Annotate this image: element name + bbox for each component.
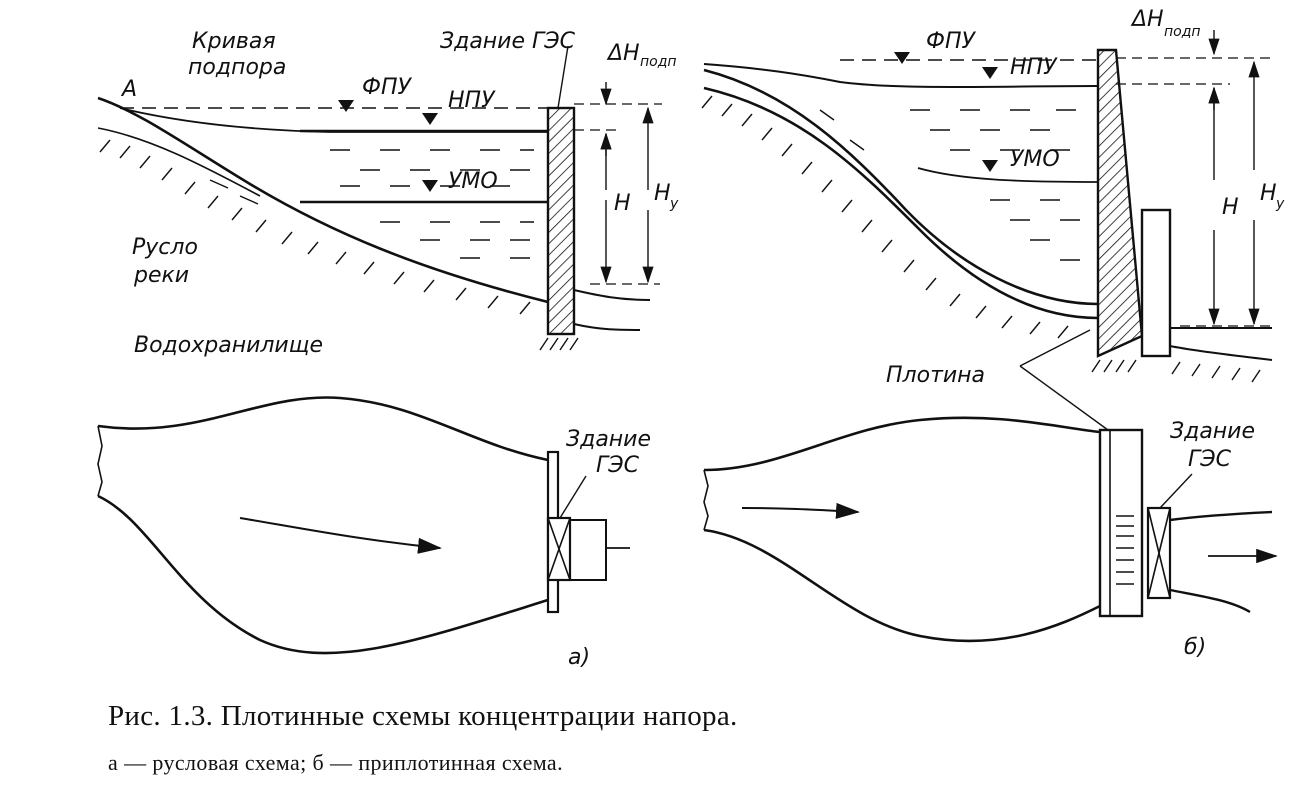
b-tail-bed: [1169, 345, 1273, 361]
b-fpu-marker-icon: [894, 52, 910, 64]
a-river-label-1: Русло: [132, 235, 198, 260]
b-hpp-building: [1140, 208, 1172, 358]
b-plan-dam: [1098, 428, 1144, 618]
figure-caption-subtitle: а — русловая схема; б — приплотинная схе…: [108, 750, 563, 775]
a-plan-building-cross-2: [547, 517, 571, 581]
a-hy-label: H: [654, 181, 671, 206]
b-water-ripples: [819, 109, 1080, 261]
a-river-label-2: реки: [133, 263, 189, 288]
a-fpu-marker-icon: [338, 100, 354, 112]
b-npu-label: НПУ: [1010, 55, 1058, 80]
a-hpp-building: [546, 106, 576, 336]
b-backwater-curve: [703, 63, 1099, 88]
b-plan-tail-lower: [1169, 588, 1251, 614]
fig-b-label: б): [1184, 635, 1206, 660]
a-riverbed-line: [97, 96, 549, 304]
b-plan-building-label-2: ГЭС: [1188, 447, 1232, 472]
b-h-label: H: [1222, 195, 1239, 220]
a-tailwater: [573, 289, 651, 301]
b-plan-break-line: [703, 469, 709, 531]
b-channel-line: [703, 68, 1099, 306]
b-plan-lower-bank: [703, 528, 1101, 643]
a-plan-lower-bank: [97, 494, 549, 655]
scheme-a-plan: Здание ГЭС а): [97, 396, 651, 670]
b-ground-hatching: [701, 95, 1069, 339]
a-ground-hatching: [99, 139, 531, 315]
a-fpu-label: ФПУ: [362, 75, 412, 100]
b-umo-curve: [917, 167, 1099, 183]
a-plan-upper-bank: [97, 396, 549, 462]
a-npu-marker-icon: [422, 113, 438, 125]
b-foundation-hatching: [1091, 359, 1261, 383]
b-fpu-label: ФПУ: [926, 29, 976, 54]
b-plan-building-cross-2: [1147, 507, 1171, 599]
a-bank-line: [97, 127, 261, 197]
a-water-ripples: [209, 149, 534, 259]
a-dh-sub-label: подп: [640, 54, 677, 70]
a-point-label: A: [120, 77, 137, 102]
dam-head-concentration-diagram: Кривая подпора A Здание ГЭС ФПУ НПУ УМО …: [97, 7, 1285, 670]
b-hy-label: H: [1260, 181, 1277, 206]
a-plan-outlet: [570, 519, 607, 581]
b-plan-flow-arrow: [741, 502, 860, 519]
scheme-b-plan: Здание ГЭС б): [703, 416, 1278, 660]
b-dam: [1096, 48, 1144, 358]
b-umo-label: УМО: [1010, 147, 1060, 172]
b-plan-dam-water-marks: [1116, 515, 1134, 585]
a-building-leader: [557, 45, 569, 109]
scheme-b-section: ФПУ НПУ УМО ΔH подп H H у Плотина: [701, 7, 1285, 447]
scheme-a-section: Кривая подпора A Здание ГЭС ФПУ НПУ УМО …: [97, 29, 679, 358]
a-hy-sub-label: у: [669, 196, 679, 212]
b-dh-label: ΔH: [1130, 7, 1164, 32]
b-dh-sub-label: подп: [1164, 24, 1201, 40]
a-reservoir-label: Водохранилище: [134, 333, 323, 358]
a-building-label: Здание ГЭС: [440, 29, 576, 54]
fig-a-label: а): [568, 645, 590, 670]
a-plan-break-line: [97, 425, 103, 497]
b-umo-marker-icon: [982, 160, 998, 172]
a-umo-label: УМО: [448, 169, 498, 194]
a-plan-flow-arrow: [239, 517, 442, 554]
a-plan-building-leader: [559, 475, 587, 519]
a-umo-marker-icon: [422, 180, 438, 192]
a-tail-bed: [573, 323, 641, 331]
b-slope-line: [703, 86, 1099, 320]
a-plan-building-label-1: Здание: [566, 427, 651, 452]
b-npu-marker-icon: [982, 67, 998, 79]
b-dam-leader-1: [1019, 329, 1091, 367]
b-plan-building-label-1: Здание: [1170, 419, 1255, 444]
a-npu-label: НПУ: [448, 88, 496, 113]
b-plan-tail-upper: [1169, 510, 1273, 522]
b-dam-label: Плотина: [886, 363, 985, 388]
b-hy-sub-label: у: [1275, 196, 1285, 212]
a-curve-label-1: Кривая: [192, 29, 276, 54]
a-plan-building-label-2: ГЭС: [596, 453, 640, 478]
a-foundation-hatching: [539, 337, 579, 351]
a-dh-label: ΔH: [606, 41, 640, 66]
figure-caption-title: Рис. 1.3. Плотинные схемы концентрации н…: [108, 700, 738, 732]
b-plan-building-leader: [1159, 473, 1193, 509]
a-h-label: H: [614, 191, 631, 216]
a-curve-label-2: подпора: [188, 55, 286, 80]
b-plan-upper-bank: [703, 416, 1101, 472]
